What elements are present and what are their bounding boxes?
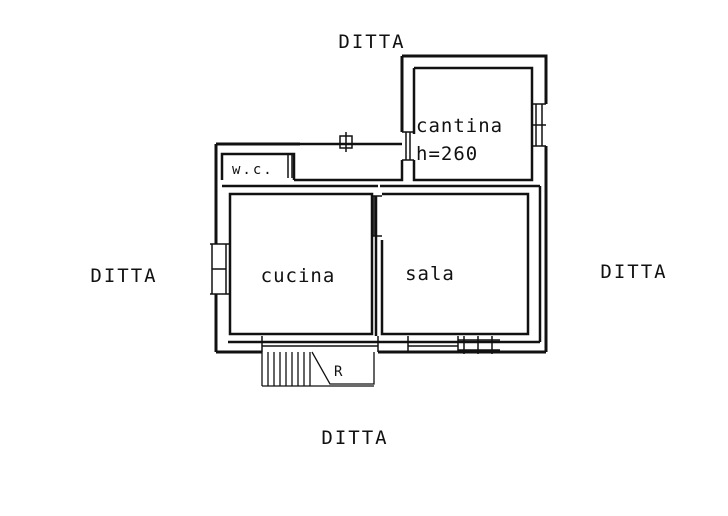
- neighbor-label-left: DITTA: [90, 265, 157, 287]
- neighbor-label-right: DITTA: [600, 261, 667, 283]
- room-label-cantina: cantina: [416, 115, 503, 137]
- room-height-cantina: h=260: [416, 143, 478, 165]
- outer-walls: [214, 54, 548, 354]
- room-label-wc: w.c.: [232, 162, 274, 178]
- neighbor-label-top: DITTA: [338, 31, 405, 53]
- windows: [210, 103, 546, 354]
- room-label-cucina: cucina: [261, 265, 336, 287]
- stair-mark: R: [334, 364, 344, 380]
- room-label-sala: sala: [405, 263, 455, 285]
- neighbor-label-bottom: DITTA: [321, 427, 388, 449]
- entrance-stairs: [261, 351, 375, 387]
- inner-walls: [220, 66, 542, 344]
